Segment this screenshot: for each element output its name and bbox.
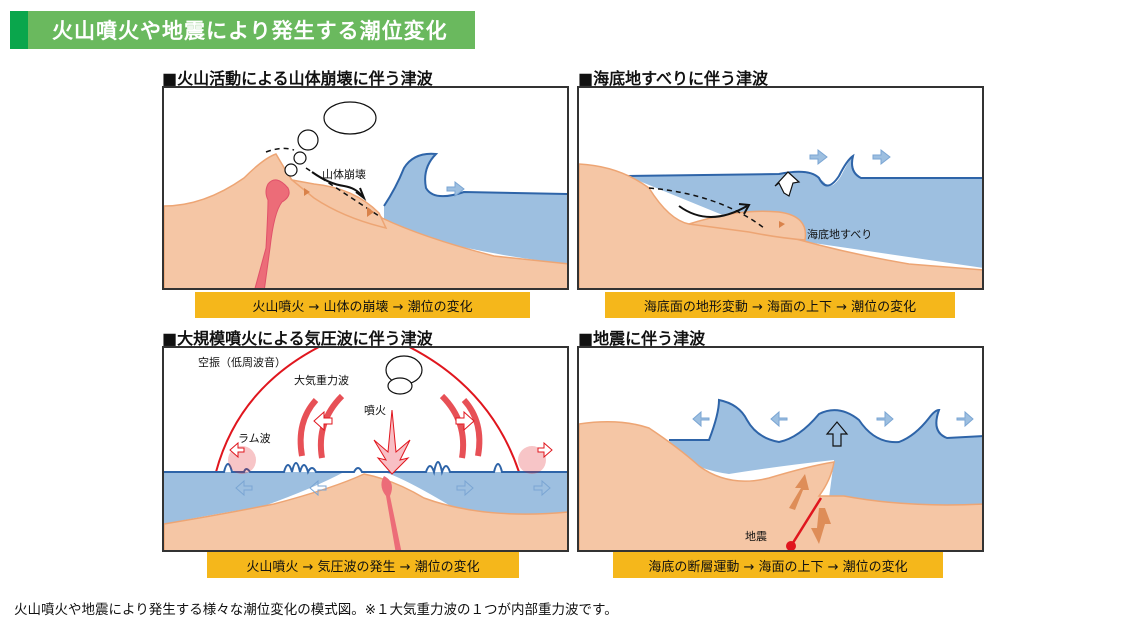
label-eruption: 噴火 — [364, 404, 386, 417]
diagram-pressure-wave: 空振（低周波音） 大気重力波 噴火 ラム波 — [162, 346, 569, 552]
label-lamb-wave: ラム波 — [238, 432, 271, 445]
title-accent — [10, 11, 28, 49]
caption-earthquake: 海底の断層運動 → 海面の上下 → 潮位の変化 — [613, 552, 943, 578]
caption-sector-collapse: 火山噴火 → 山体の崩壊 → 潮位の変化 — [195, 292, 530, 318]
page-title: 火山噴火や地震により発生する潮位変化 — [52, 19, 448, 43]
diagram-submarine-landslide: 海底地すべり — [577, 86, 984, 290]
panel-heading-earthquake: ■地震に伴う津波 — [578, 329, 706, 348]
panel-heading-sector-collapse: ■火山活動による山体崩壊に伴う津波 — [162, 69, 433, 88]
diagram-earthquake: 地震 — [577, 346, 984, 552]
caption-pressure-wave: 火山噴火 → 気圧波の発生 → 潮位の変化 — [207, 552, 519, 578]
caption-submarine-landslide: 海底面の地形変動 → 海面の上下 → 潮位の変化 — [605, 292, 955, 318]
diagram-sector-collapse: 山体崩壊 — [162, 86, 569, 290]
figure-footnote: 火山噴火や地震により発生する様々な潮位変化の模式図。※１大気重力波の１つが内部重… — [14, 602, 618, 618]
panel-heading-submarine-landslide: ■海底地すべりに伴う津波 — [578, 69, 768, 88]
label-submarine-landslide: 海底地すべり — [807, 227, 872, 241]
label-infrasound: 空振（低周波音） — [198, 355, 286, 369]
label-sector-collapse: 山体崩壊 — [322, 167, 366, 181]
title-bar: 火山噴火や地震により発生する潮位変化 — [10, 11, 475, 49]
label-earthquake: 地震 — [745, 530, 767, 543]
panel-heading-pressure-wave: ■大規模噴火による気圧波に伴う津波 — [162, 329, 433, 348]
label-atmospheric-gravity-wave: 大気重力波 — [294, 373, 349, 387]
